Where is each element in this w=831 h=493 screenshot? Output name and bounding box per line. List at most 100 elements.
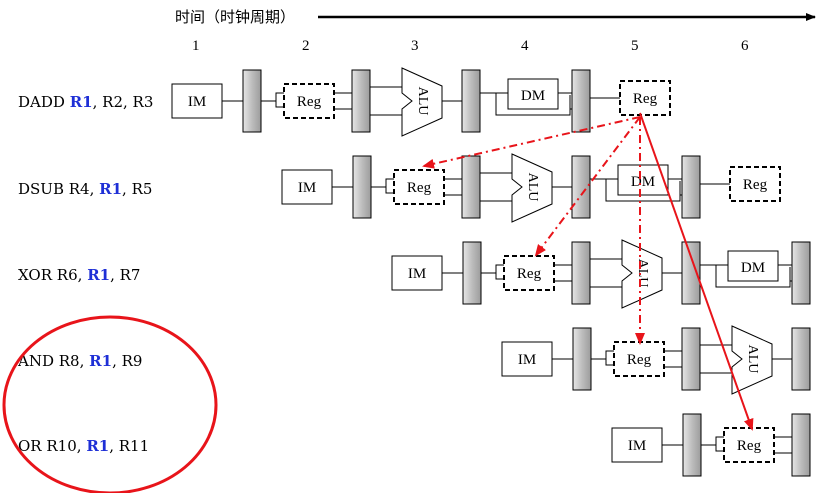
highlight-circle <box>2 315 218 493</box>
source-register: R11 <box>118 437 150 455</box>
connector <box>715 445 724 452</box>
pipeline-latch <box>462 241 482 305</box>
opcode: DADD <box>18 93 65 111</box>
opcode: XOR <box>18 266 53 284</box>
cycle-number-6: 6 <box>741 38 749 54</box>
connector <box>495 264 504 273</box>
dest-register: R8 <box>58 352 80 370</box>
reg-write-label: Reg <box>743 177 768 193</box>
separator: , <box>109 437 119 455</box>
connector <box>275 101 284 108</box>
reg-read-label: Reg <box>407 180 432 196</box>
source-register-r1: R1 <box>87 266 111 284</box>
pipeline-latch <box>681 241 701 305</box>
connector <box>495 93 571 116</box>
alu-label: ALU <box>745 345 760 374</box>
connector <box>495 273 504 280</box>
pipeline-latch <box>571 241 591 305</box>
separator: , <box>79 352 90 370</box>
reg-read-box <box>503 255 555 291</box>
dm-stage-label: DM <box>631 174 655 190</box>
source-register: R2 <box>102 93 123 111</box>
connector <box>715 265 791 288</box>
dest-register: R6 <box>56 266 78 284</box>
reg-read-box <box>723 427 775 463</box>
pipeline-latch <box>791 327 811 391</box>
dm-stage-box <box>727 250 779 282</box>
im-stage-box <box>281 169 333 205</box>
im-stage-box <box>611 427 663 463</box>
dm-stage-label: DM <box>741 260 765 276</box>
time-axis-title: 时间（时钟周期） <box>175 8 296 26</box>
pipeline-latch <box>681 327 701 391</box>
reg-read-label: Reg <box>627 352 652 368</box>
im-stage-label: IM <box>628 438 646 454</box>
alu-label: ALU <box>525 173 540 202</box>
pipeline-row-dsub: IM Reg ALU DM Reg <box>281 153 781 223</box>
instruction-label-and: AND R8, R1, R9 <box>18 352 142 370</box>
source-register-r1: R1 <box>89 352 113 370</box>
dm-stage-box <box>507 78 559 110</box>
im-stage-label: IM <box>298 180 316 196</box>
connector <box>605 350 614 359</box>
cycle-number-4: 4 <box>521 38 529 54</box>
source-register: R5 <box>131 180 153 198</box>
source-register: R7 <box>119 266 141 284</box>
pipeline-latch <box>571 69 591 133</box>
instruction-label-or: OR R10, R1, R11 <box>18 437 149 455</box>
separator: , <box>92 93 103 111</box>
connector <box>275 92 284 101</box>
alu-shape <box>621 239 663 309</box>
alu-shape <box>511 153 553 223</box>
pipeline-latch <box>351 69 371 133</box>
pipeline-latch <box>242 69 262 133</box>
opcode: OR <box>18 437 42 455</box>
pipeline-row-or: IM Reg <box>611 413 811 477</box>
cycle-number-3: 3 <box>411 38 419 54</box>
pipeline-latch <box>352 155 372 219</box>
cycle-number-5: 5 <box>631 38 639 54</box>
cycle-number-2: 2 <box>302 38 310 54</box>
instruction-label-dsub: DSUB R4, R1, R5 <box>18 180 152 198</box>
source-register-r1: R1 <box>86 437 110 455</box>
source-register: R9 <box>121 352 143 370</box>
pipeline-latch <box>572 327 592 391</box>
im-stage-label: IM <box>408 266 426 282</box>
pipeline-latch <box>461 155 481 219</box>
reg-write-box <box>729 166 781 202</box>
connector <box>605 179 681 202</box>
reg-write-box <box>619 80 671 116</box>
pipeline-latch <box>682 413 702 477</box>
reg-read-box <box>393 169 445 205</box>
separator: , <box>76 437 87 455</box>
separator: , <box>89 180 100 198</box>
im-stage-box <box>501 341 553 377</box>
alu-label: ALU <box>635 259 650 288</box>
dependency-arrow-or <box>639 112 754 431</box>
opcode: DSUB <box>18 180 64 198</box>
connector <box>385 178 394 187</box>
reg-write-label: Reg <box>633 91 658 107</box>
dest-register: R10 <box>46 437 77 455</box>
pipeline-latch <box>461 69 481 133</box>
dest-register: R4 <box>68 180 90 198</box>
dependency-arrow-xor <box>534 116 641 257</box>
reg-read-label: Reg <box>297 94 322 110</box>
reg-read-label: Reg <box>737 438 762 454</box>
instruction-label-dadd: DADD R1, R2, R3 <box>18 93 153 111</box>
im-stage-label: IM <box>188 94 206 110</box>
alu-shape <box>731 325 773 395</box>
separator: , <box>112 352 122 370</box>
opcode: AND <box>18 352 54 370</box>
separator: , <box>77 266 88 284</box>
alu-label: ALU <box>415 87 430 116</box>
pipeline-latch <box>681 155 701 219</box>
connector <box>385 187 394 194</box>
separator: , <box>110 266 120 284</box>
dependency-arrow-dsub <box>422 116 641 169</box>
pipeline-latch <box>791 413 811 477</box>
